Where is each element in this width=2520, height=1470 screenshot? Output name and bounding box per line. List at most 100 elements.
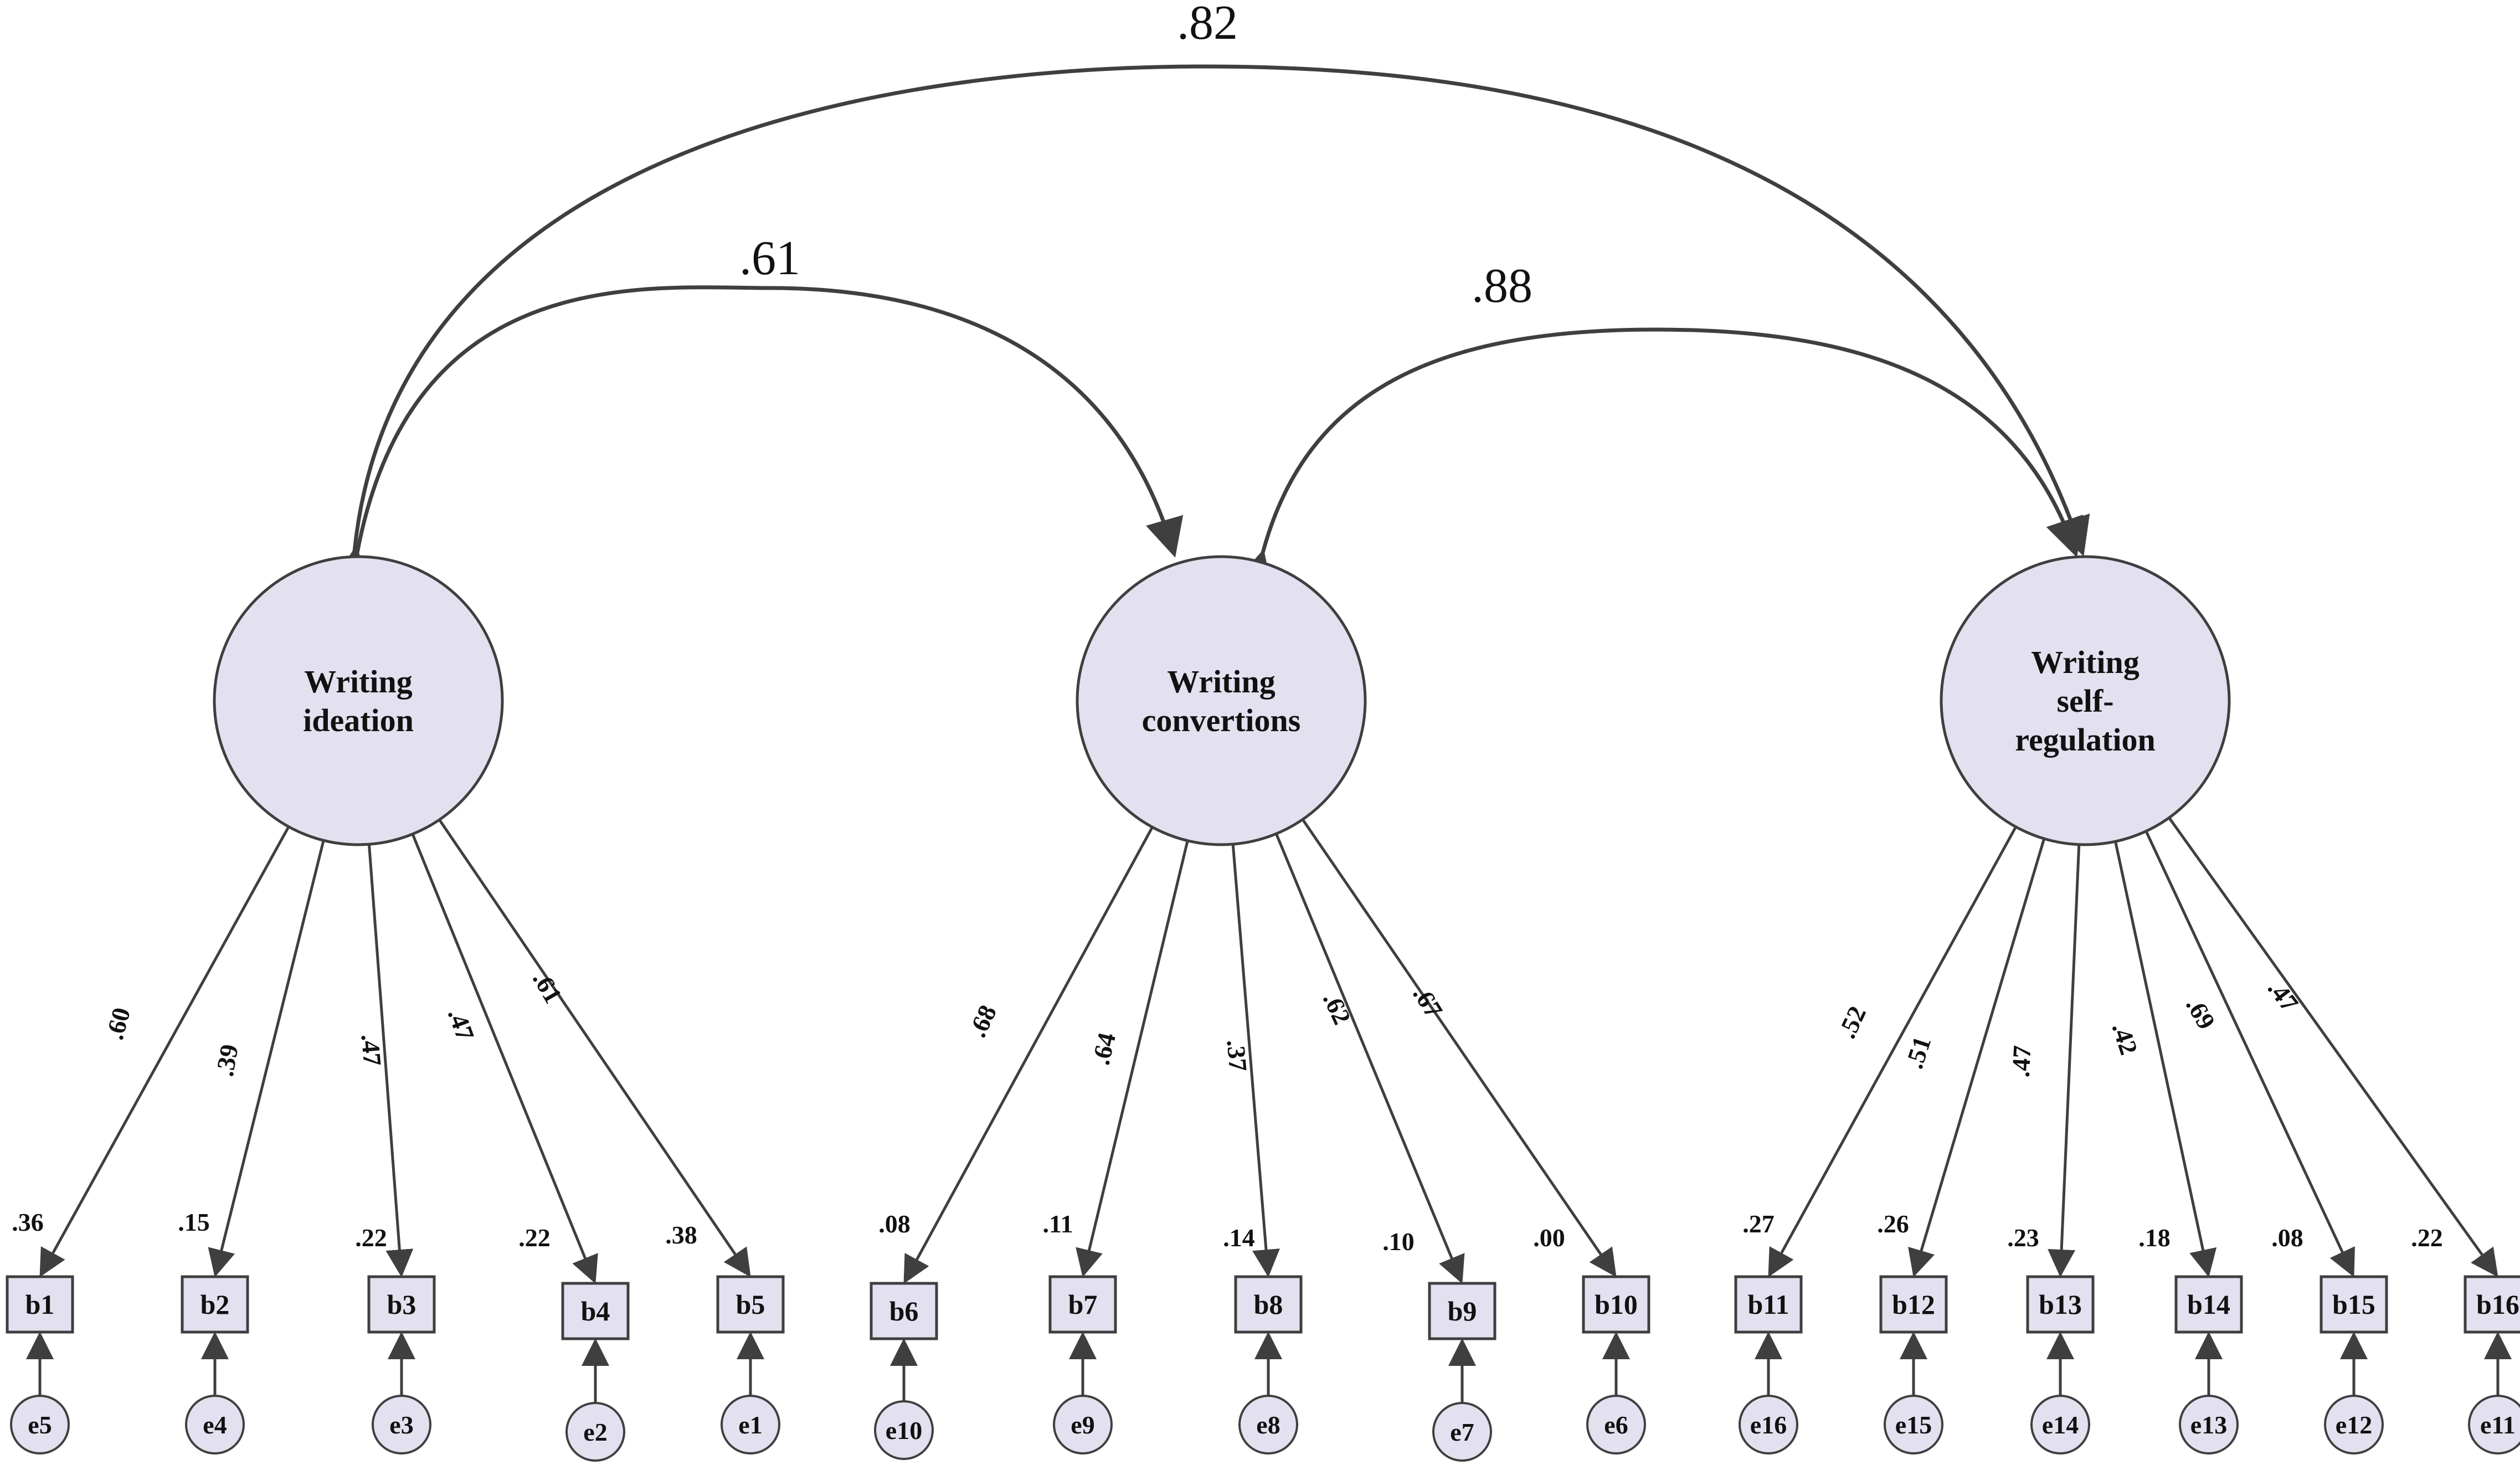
loading-label: .68 (963, 1001, 1002, 1042)
loading-label: .51 (1900, 1033, 1936, 1072)
indicator-box-b7 (1048, 1275, 1117, 1334)
error-label: e15 (1895, 1411, 1932, 1439)
error-term-e3 (372, 1395, 431, 1454)
loading-path-b2 (208, 840, 325, 1277)
error-label: e16 (1750, 1411, 1787, 1439)
r-squared-label: .22 (355, 1224, 387, 1252)
loading-path-b16 (2168, 816, 2498, 1277)
loading-path-b10 (1301, 819, 1617, 1277)
r-squared-label: .14 (1223, 1224, 1255, 1252)
error-term-e5 (10, 1395, 70, 1454)
indicator-label: b12 (1892, 1289, 1935, 1320)
indicator-label: b4 (581, 1296, 610, 1327)
error-label: e7 (1450, 1418, 1474, 1446)
loading-label: .47 (356, 1033, 387, 1067)
error-label: e11 (2480, 1411, 2516, 1439)
latent-label-line: self- (2056, 683, 2113, 719)
loading-path-b3 (367, 844, 414, 1277)
indicator-box-b13 (2026, 1275, 2095, 1334)
indicator-box-b14 (2174, 1275, 2243, 1334)
indicator-box-b1 (6, 1275, 74, 1334)
error-label: e13 (2190, 1411, 2227, 1439)
error-label: e10 (886, 1416, 922, 1445)
error-term-e8 (1238, 1395, 1298, 1454)
indicator-box-b10 (1582, 1275, 1650, 1334)
error-term-e11 (2468, 1395, 2520, 1454)
error-term-e9 (1053, 1395, 1113, 1454)
indicator-label: b8 (1254, 1289, 1283, 1320)
latent-self_regulation (1940, 555, 2231, 846)
latent-label-line: Writing (304, 664, 413, 700)
indicator-label: b9 (1448, 1296, 1477, 1327)
latent-label-line: ideation (303, 702, 414, 738)
error-term-e6 (1586, 1395, 1646, 1454)
indicator-box-b9 (1428, 1282, 1496, 1340)
loading-path-b9 (1275, 833, 1465, 1284)
error-label: e14 (2042, 1411, 2079, 1439)
r-squared-label: .08 (2271, 1224, 2303, 1252)
loading-paths (26, 816, 2512, 1403)
latent-label-line: regulation (2015, 722, 2156, 758)
indicator-label: b15 (2332, 1289, 2375, 1320)
r-squared-label: .36 (12, 1208, 44, 1236)
r-squared-label: .08 (878, 1210, 911, 1238)
error-term-e10 (874, 1400, 934, 1460)
error-term-e16 (1739, 1395, 1798, 1454)
loading-label: .47 (443, 1005, 480, 1044)
error-term-e1 (721, 1395, 780, 1454)
error-label: e8 (1256, 1411, 1280, 1439)
r-squared-label: .15 (178, 1208, 210, 1236)
error-label: e6 (1604, 1411, 1628, 1439)
r-squared-label: .38 (665, 1221, 697, 1249)
latent-label-line: convertions (1142, 702, 1301, 738)
loading-path-b1 (39, 826, 290, 1277)
loading-label: .69 (2180, 993, 2221, 1034)
loading-label: .67 (1407, 981, 1448, 1023)
loading-label: .42 (2107, 1019, 2143, 1058)
r-squared-label: .23 (2007, 1224, 2039, 1252)
indicator-box-b6 (870, 1282, 938, 1340)
indicator-box-b8 (1234, 1275, 1303, 1334)
loading-label: .60 (100, 1005, 136, 1043)
indicator-box-b11 (1734, 1275, 1803, 1334)
loading-path-b14 (2114, 841, 2217, 1277)
indicator-label: b2 (200, 1289, 230, 1320)
indicator-label: b14 (2187, 1289, 2230, 1320)
r-squared-label: .18 (2138, 1224, 2171, 1252)
indicator-label: b16 (2476, 1289, 2519, 1320)
correlation-label: .61 (739, 232, 800, 285)
r-squared-label: .27 (1742, 1210, 1775, 1238)
r-squared-label: .26 (1877, 1210, 1909, 1238)
loading-label: .47 (2262, 974, 2304, 1017)
indicator-label: b5 (736, 1289, 765, 1320)
correlation-arc-conventions-self_regulation (1235, 327, 2083, 592)
latent-ideation (213, 555, 504, 846)
error-label: e2 (583, 1418, 607, 1446)
indicator-label: b1 (25, 1289, 55, 1320)
indicator-box-b5 (716, 1275, 785, 1334)
error-label: e9 (1071, 1411, 1094, 1439)
error-term-e7 (1432, 1402, 1492, 1462)
r-squared-label: .00 (1533, 1224, 1565, 1252)
error-term-e14 (2030, 1395, 2090, 1454)
loading-path-b7 (1076, 840, 1189, 1277)
loading-path-b6 (903, 826, 1154, 1284)
indicator-box-b16 (2464, 1275, 2520, 1334)
loading-label: .61 (527, 967, 568, 1008)
latent-conventions (1076, 555, 1367, 846)
indicator-box-b2 (181, 1275, 249, 1334)
correlation-arc-ideation-self_regulation (331, 64, 2090, 588)
error-label: e1 (738, 1411, 762, 1439)
loading-label: .52 (1833, 1002, 1872, 1043)
correlation-label: .82 (1177, 0, 1238, 50)
indicator-box-b4 (561, 1282, 630, 1340)
indicator-box-b3 (367, 1275, 436, 1334)
loading-label: .62 (1318, 988, 1357, 1029)
loading-path-b11 (1768, 826, 2017, 1277)
loading-path-b15 (2144, 830, 2355, 1277)
indicator-label: b13 (2039, 1289, 2082, 1320)
